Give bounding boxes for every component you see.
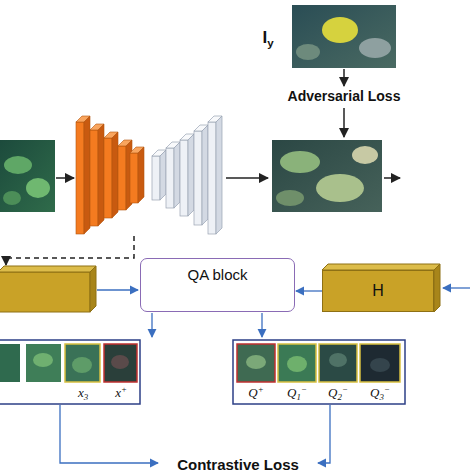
encoder-slab-side bbox=[98, 124, 104, 226]
coral-blob bbox=[370, 358, 390, 372]
coral-blob bbox=[246, 355, 266, 369]
feature-box: H bbox=[322, 270, 434, 312]
decoder-slab-side bbox=[216, 116, 222, 234]
encoder-slab bbox=[118, 146, 126, 210]
encoder-slab-side bbox=[84, 116, 90, 234]
qa-block: QA block bbox=[140, 258, 295, 312]
flow-arrow bbox=[261, 313, 262, 337]
input-image bbox=[0, 140, 55, 212]
node-label: QA block bbox=[187, 266, 247, 283]
strip-frame bbox=[233, 340, 405, 404]
decoder-slab bbox=[194, 131, 202, 225]
coral-blob bbox=[72, 357, 92, 373]
sample-image bbox=[65, 344, 100, 382]
sample-image bbox=[104, 344, 137, 382]
encoder-slab-side bbox=[138, 147, 144, 203]
query-label: Q2− bbox=[328, 386, 348, 400]
block-top bbox=[0, 266, 96, 272]
feature-block bbox=[0, 266, 96, 312]
sample-image bbox=[237, 344, 275, 382]
encoder bbox=[76, 116, 144, 234]
decoder-slab-side bbox=[160, 150, 166, 200]
connector-arrow bbox=[296, 290, 322, 291]
image-ground bbox=[292, 5, 396, 68]
strip-frame bbox=[0, 340, 140, 404]
sample-image bbox=[278, 344, 316, 382]
flow-arrow bbox=[60, 405, 158, 463]
image-ground bbox=[0, 140, 55, 212]
flow-arrow bbox=[56, 177, 74, 179]
node-label: H bbox=[372, 282, 384, 300]
coral-blob bbox=[329, 353, 347, 367]
block-side bbox=[434, 264, 440, 312]
block-side bbox=[90, 266, 96, 312]
decoder bbox=[152, 116, 222, 234]
coral-blob bbox=[296, 44, 320, 60]
coral-blob bbox=[276, 190, 304, 206]
loss-label: Contrastive Loss bbox=[177, 457, 299, 474]
coral-blob bbox=[352, 146, 378, 164]
decoder-slab bbox=[208, 122, 216, 234]
flow-arrow bbox=[97, 289, 138, 290]
encoder-slab bbox=[104, 138, 112, 218]
query-label: Q+ bbox=[248, 386, 263, 400]
coral-blob bbox=[111, 355, 129, 369]
image-label: Iy bbox=[262, 29, 273, 48]
query-label: Q1− bbox=[287, 386, 307, 400]
flow-arrow bbox=[384, 177, 400, 179]
decoder-slab-side bbox=[174, 142, 180, 208]
flow-arrow bbox=[151, 313, 152, 337]
image-ground bbox=[272, 140, 382, 212]
decoder-slab-side bbox=[202, 125, 208, 225]
coral-blob bbox=[33, 353, 53, 367]
sample-image bbox=[319, 344, 357, 382]
block-front bbox=[0, 272, 90, 312]
output-image bbox=[272, 140, 382, 212]
query-strip bbox=[233, 340, 405, 404]
encoder-slab bbox=[130, 153, 138, 203]
coral-blob bbox=[26, 178, 50, 198]
flow-arrow bbox=[443, 287, 470, 288]
dashed-arrow bbox=[6, 236, 134, 265]
reference-image bbox=[292, 5, 396, 68]
sample-strip bbox=[0, 340, 140, 404]
flow-arrow bbox=[343, 69, 345, 86]
decoder-slab bbox=[166, 148, 174, 208]
sample-image bbox=[360, 344, 400, 382]
coral-blob bbox=[322, 17, 358, 43]
sample-label: x3 bbox=[78, 386, 88, 400]
coral-blob bbox=[4, 156, 32, 174]
encoder-slab-side bbox=[112, 132, 118, 218]
sample-label: x+ bbox=[115, 386, 127, 400]
coral-blob bbox=[287, 356, 307, 372]
decoder-slab bbox=[180, 140, 188, 216]
sample-image bbox=[26, 344, 61, 382]
coral-blob bbox=[280, 151, 320, 173]
encoder-slab bbox=[90, 130, 98, 226]
flow-arrow bbox=[318, 405, 330, 463]
decoder-slab bbox=[152, 156, 160, 200]
query-label: Q3− bbox=[370, 386, 390, 400]
coral-blob bbox=[3, 191, 21, 205]
flow-arrow bbox=[226, 177, 268, 179]
encoder-slab bbox=[76, 122, 84, 234]
sample-image bbox=[0, 344, 20, 382]
decoder-slab-side bbox=[188, 134, 194, 216]
loss-label: Adversarial Loss bbox=[288, 89, 401, 104]
flow-arrow bbox=[343, 108, 345, 137]
coral-blob bbox=[359, 38, 391, 58]
coral-blob bbox=[316, 174, 364, 202]
